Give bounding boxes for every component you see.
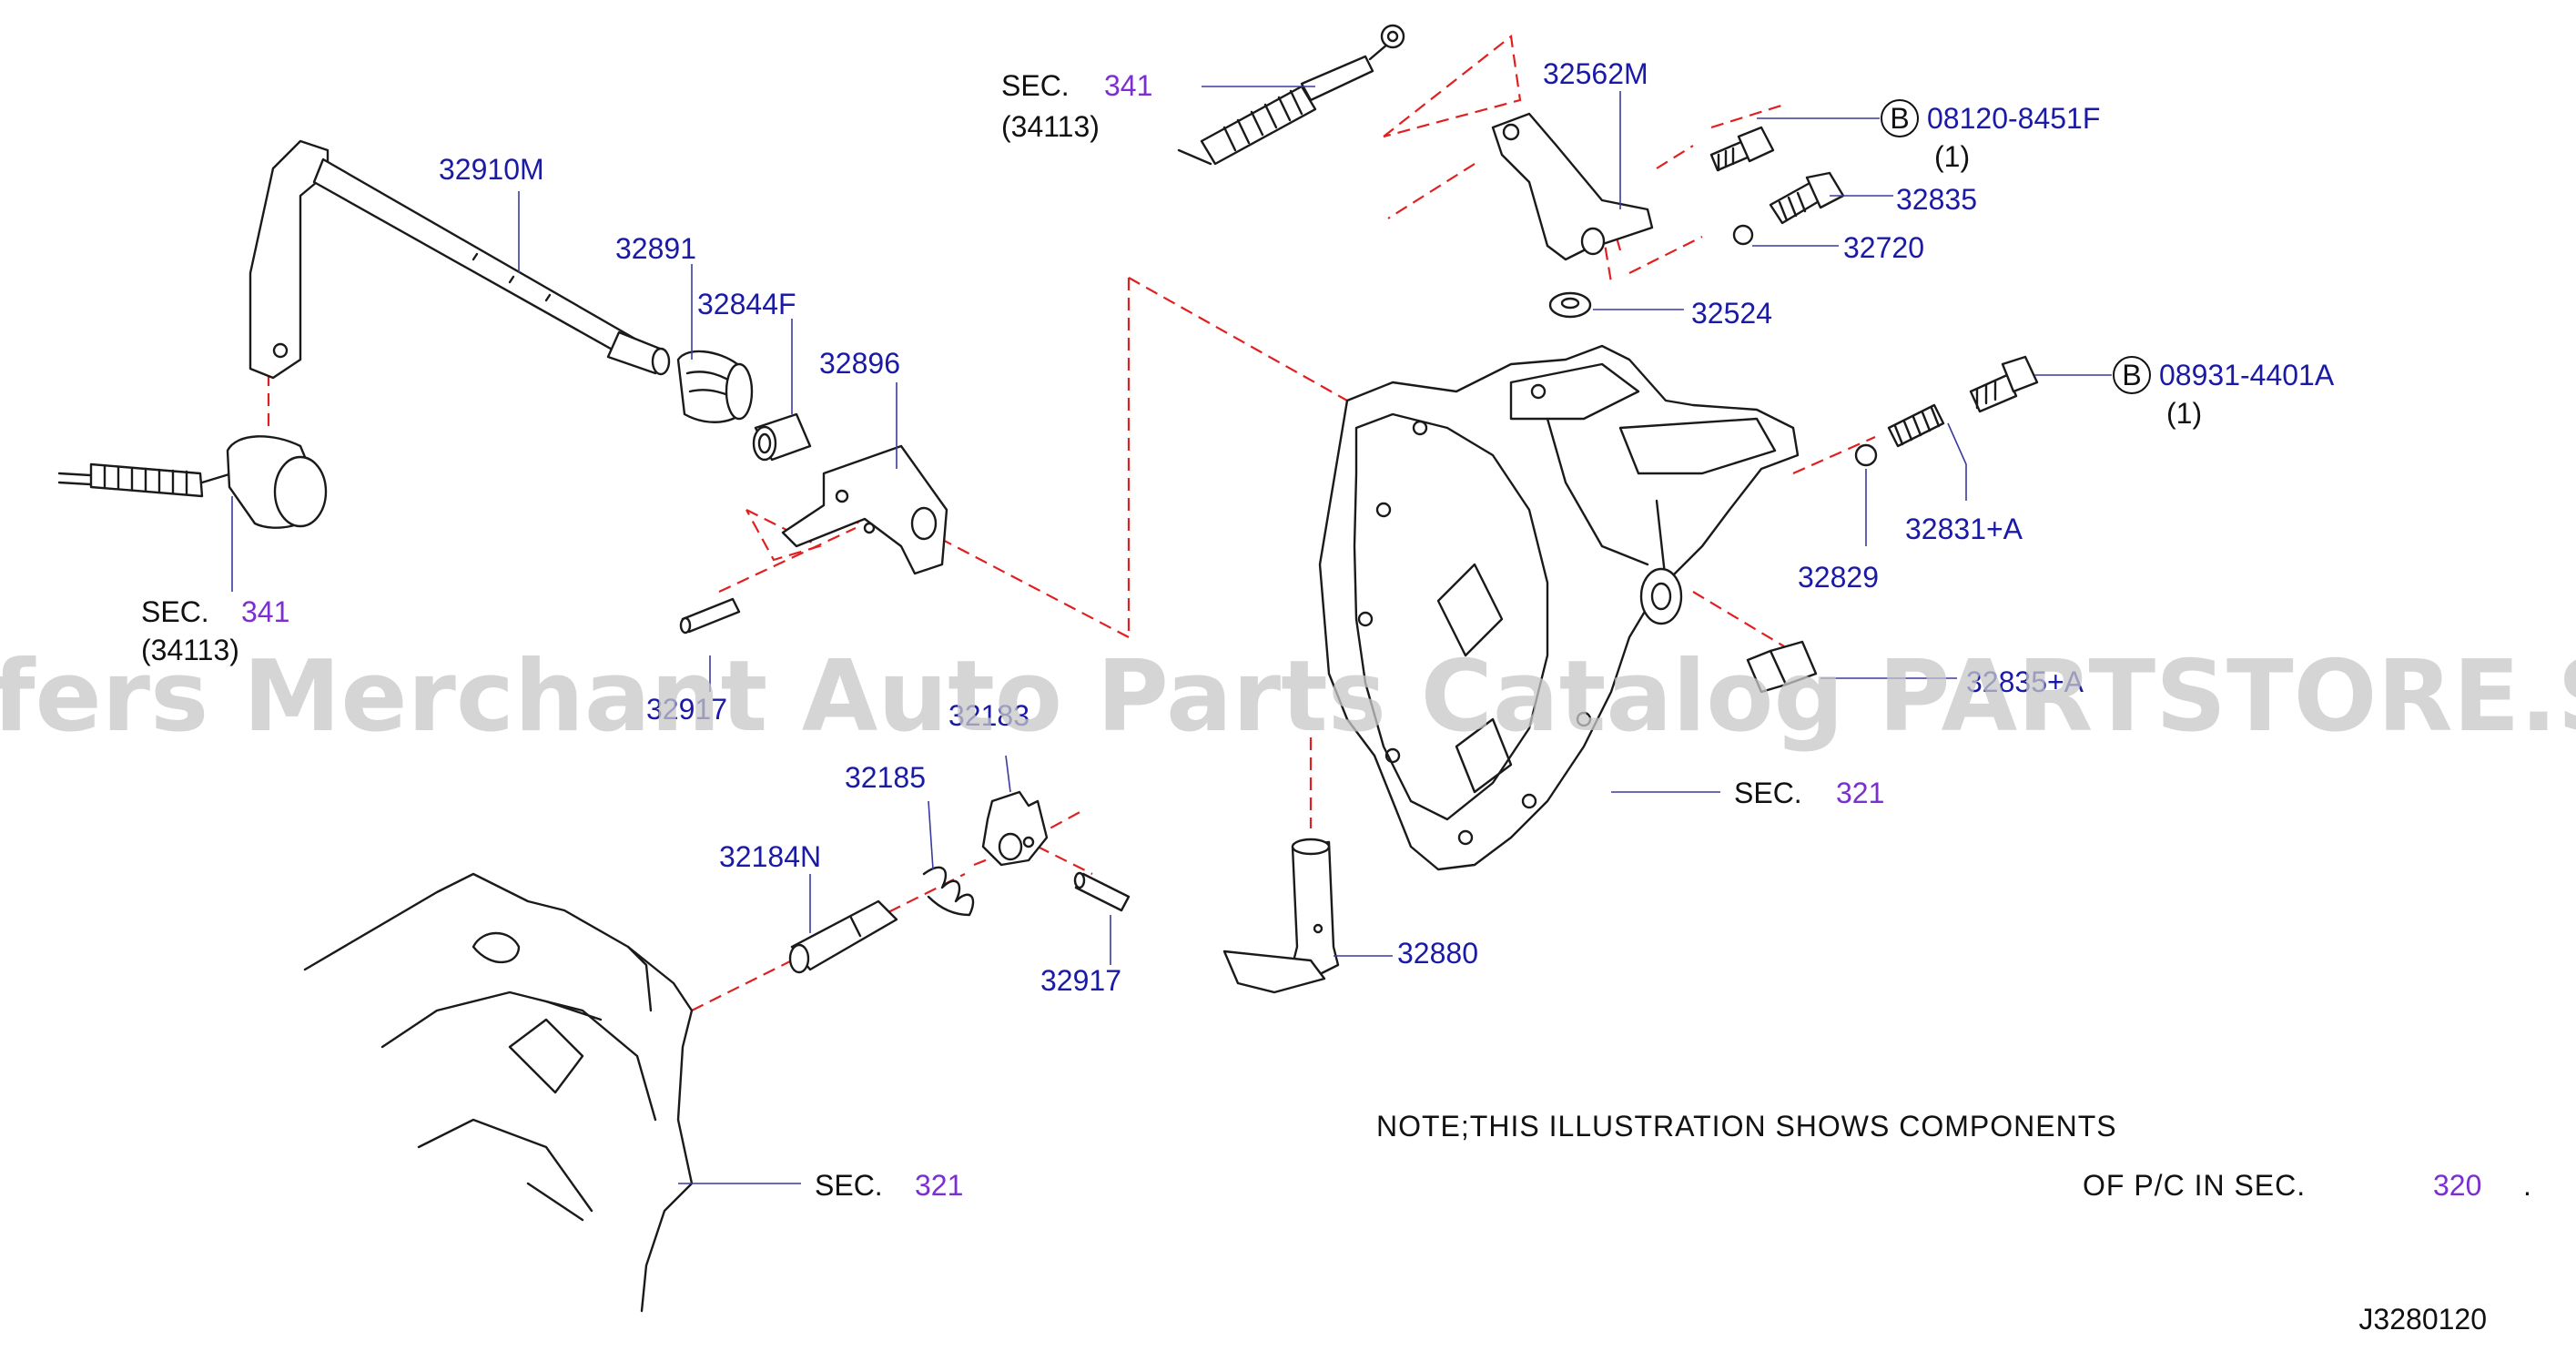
sec-341-top-sub: (34113) xyxy=(1001,110,1100,143)
bolt-marker-b-icon xyxy=(1881,99,1919,137)
bolt-marker-b-lower: B xyxy=(2122,359,2141,391)
bolt-08120-8451F xyxy=(1709,126,1775,172)
part-32831A[interactable]: 32831+A xyxy=(1905,513,2023,545)
part-32185[interactable]: 32185 xyxy=(845,761,926,794)
transmission-case xyxy=(1318,344,1800,871)
ball-32720 xyxy=(1732,224,1754,246)
ball-32829 xyxy=(1854,443,1878,467)
cable-top xyxy=(1177,24,1405,166)
sec-341-left-link[interactable]: 341 xyxy=(241,595,289,628)
part-32844F[interactable]: 32844F xyxy=(697,288,796,320)
note-line-2-suffix: . xyxy=(2523,1169,2532,1202)
watermark-text: Offers Merchant Auto Parts Catalog PARTS… xyxy=(0,640,2576,754)
fork-32183 xyxy=(981,790,1049,867)
plunger-32184N xyxy=(788,899,898,974)
boot-32891 xyxy=(676,350,754,423)
washer-32524 xyxy=(1548,291,1592,319)
note-sec-320-link[interactable]: 320 xyxy=(2433,1169,2481,1202)
part-32917-lower[interactable]: 32917 xyxy=(1040,964,1121,997)
part-08120-8451F[interactable]: 08120-8451F xyxy=(1927,102,2100,135)
part-32829[interactable]: 32829 xyxy=(1798,561,1879,594)
part-32720[interactable]: 32720 xyxy=(1843,231,1924,264)
diagram-code: J3280120 xyxy=(2358,1303,2487,1336)
bolt-08931-4401A xyxy=(1969,355,2039,413)
part-32917-upper[interactable]: 32917 xyxy=(646,693,727,726)
part-32896[interactable]: 32896 xyxy=(819,347,900,380)
bolt-marker-b2-icon xyxy=(2113,356,2151,394)
sec-341-left-sub: (34113) xyxy=(141,634,239,666)
lever-32562M xyxy=(1491,112,1654,261)
part-32524[interactable]: 32524 xyxy=(1691,297,1772,330)
part-32835A[interactable]: 32835+A xyxy=(1966,665,2084,698)
part-labels: SEC. 341 (34113) 32910M 32891 32844F 328… xyxy=(141,57,2335,1202)
sec-321-right-link[interactable]: 321 xyxy=(1836,777,1884,809)
sec-341-left-prefix: SEC. xyxy=(141,595,209,628)
part-32910M[interactable]: 32910M xyxy=(439,153,544,186)
sec-321-bottom-prefix: SEC. xyxy=(815,1169,883,1202)
sec-321-right-prefix: SEC. xyxy=(1734,777,1802,809)
lever-32896 xyxy=(781,444,948,575)
spring-32831A xyxy=(1887,403,1945,448)
note-line-2-prefix: OF P/C IN SEC. xyxy=(2083,1169,2306,1202)
part-32562M[interactable]: 32562M xyxy=(1543,57,1648,90)
qty-08120-8451F: (1) xyxy=(1934,140,1970,173)
shift-rod-32910M xyxy=(248,139,671,380)
part-32184N[interactable]: 32184N xyxy=(719,840,821,873)
cable-left xyxy=(57,435,328,529)
part-32880[interactable]: 32880 xyxy=(1397,937,1478,970)
sec-321-bottom-link[interactable]: 321 xyxy=(915,1169,963,1202)
part-32183[interactable]: 32183 xyxy=(948,699,1029,732)
bushing-32844F xyxy=(752,412,812,462)
part-32891[interactable]: 32891 xyxy=(615,232,696,265)
housing-lower-left xyxy=(303,872,694,1313)
bolt-marker-b-upper: B xyxy=(1890,102,1909,135)
plug-32835 xyxy=(1769,171,1845,225)
pin-32917-lower xyxy=(1073,871,1131,912)
leader-lines xyxy=(231,86,2112,1184)
rod-32880 xyxy=(1222,838,1340,994)
plug-32835A xyxy=(1746,640,1818,694)
part-32835[interactable]: 32835 xyxy=(1896,183,1977,216)
note-block: NOTE;THIS ILLUSTRATION SHOWS COMPONENTS … xyxy=(1376,1110,2532,1202)
qty-08931-4401A: (1) xyxy=(2166,397,2202,430)
sec-341-top-prefix: SEC. xyxy=(1001,69,1070,102)
note-line-1: NOTE;THIS ILLUSTRATION SHOWS COMPONENTS xyxy=(1376,1110,2117,1143)
pin-32917-upper xyxy=(679,597,741,635)
spring-32185 xyxy=(922,866,975,917)
sec-341-top-link[interactable]: 341 xyxy=(1104,69,1152,102)
part-08931-4401A[interactable]: 08931-4401A xyxy=(2159,359,2335,391)
